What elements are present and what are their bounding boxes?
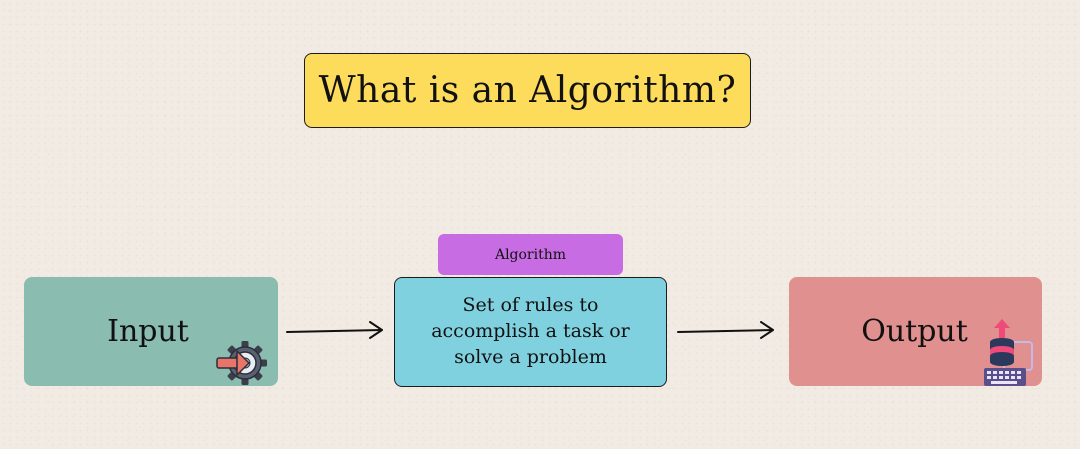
algorithm-description: Set of rules to accomplish a task or sol… [431, 292, 630, 370]
arrow-algorithm-to-output [677, 321, 774, 339]
algorithm-tag: Algorithm [438, 234, 623, 275]
gear-input-icon [216, 341, 267, 385]
algorithm-node: Set of rules to accomplish a task or sol… [394, 277, 667, 387]
input-label: Input [107, 314, 189, 349]
diagram-title: What is an Algorithm? [304, 53, 751, 128]
algorithm-line-1: Set of rules to [462, 294, 599, 316]
database-keyboard-icon [984, 319, 1033, 386]
arrow-input-to-algorithm [286, 321, 383, 339]
algorithm-line-3: solve a problem [454, 346, 607, 368]
algorithm-line-2: accomplish a task or [431, 320, 630, 342]
output-label: Output [861, 314, 968, 349]
input-node: Input [24, 277, 278, 386]
